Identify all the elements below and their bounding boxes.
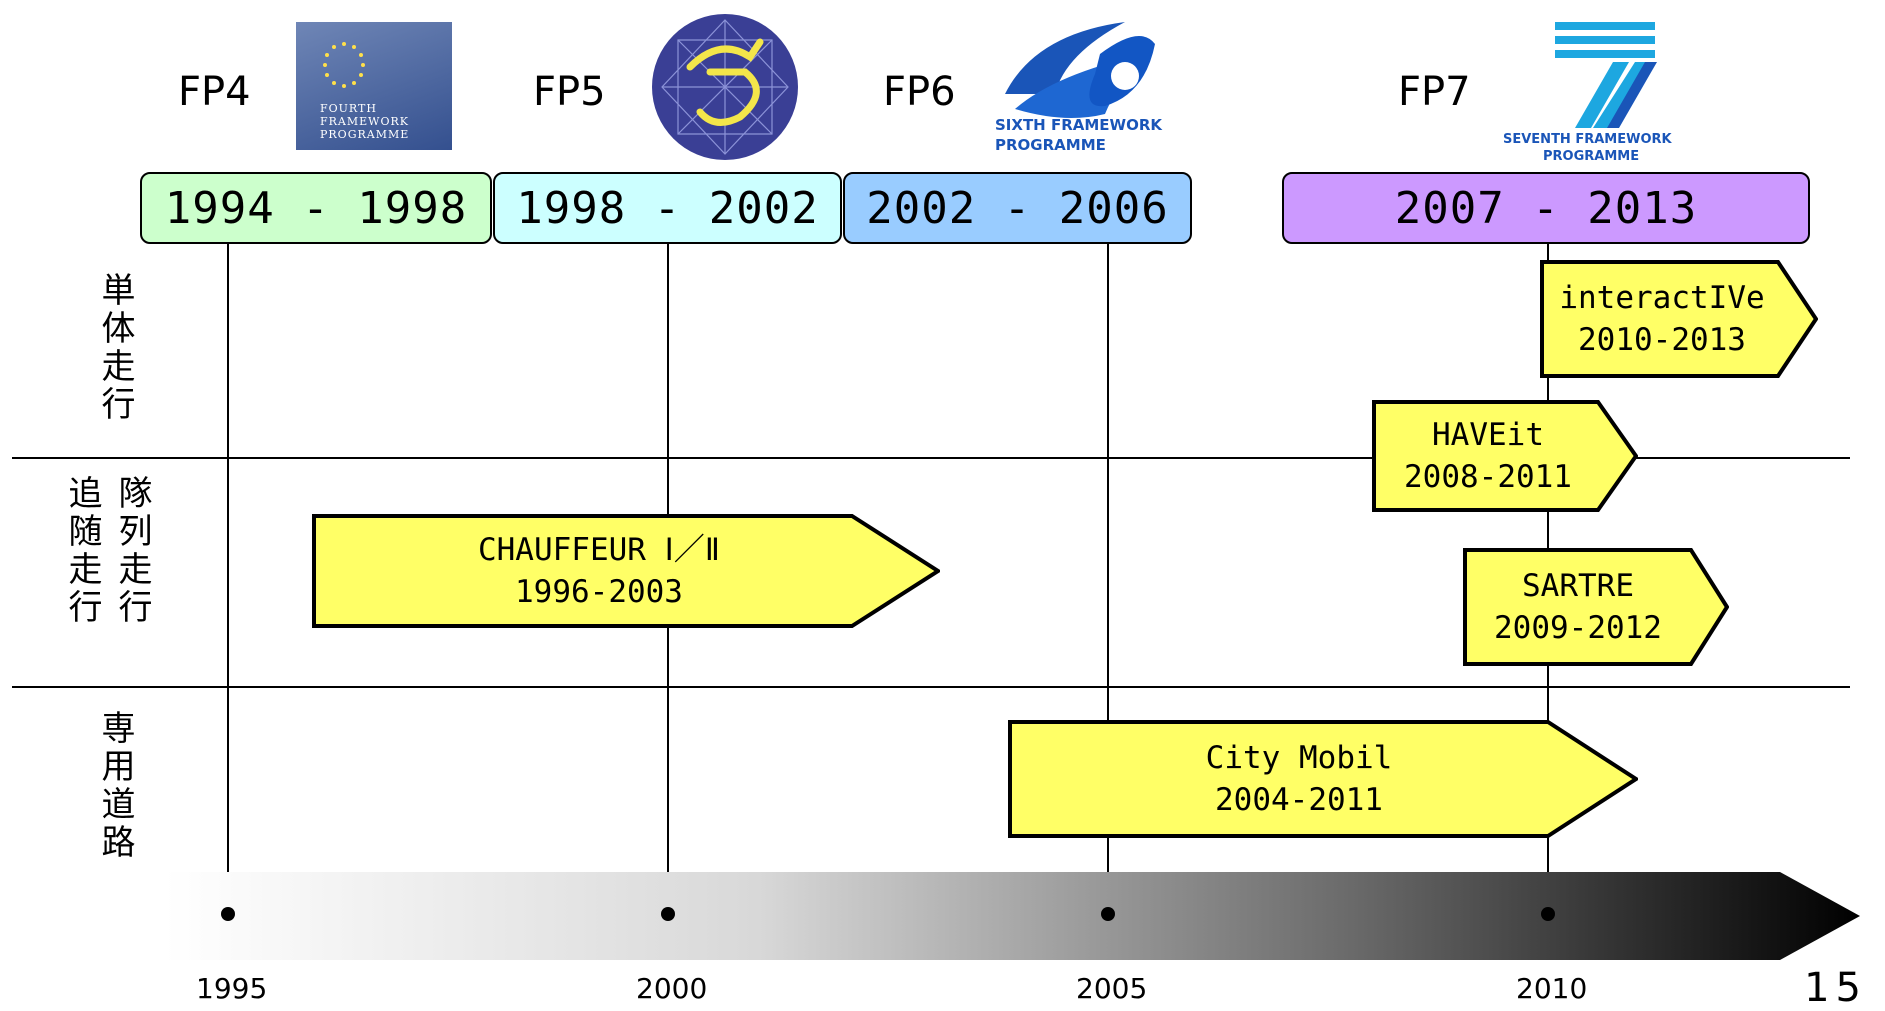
fp4-period: 1994 - 1998 [140,172,492,244]
fp7-logo: SEVENTH FRAMEWORK PROGRAMME [1495,18,1675,168]
axis-year-2005: 2005 [1076,972,1148,1005]
fp6-logo-text-2: PROGRAMME [995,136,1106,154]
fp7-logo-text-1: SEVENTH FRAMEWORK [1503,132,1672,147]
project-citymobil: City Mobil 2004-2011 [1008,720,1638,838]
timeline-line-2005 [1107,244,1109,909]
eu-stars-icon [323,42,365,88]
fp4-logo: FOURTH FRAMEWORK PROGRAMME [296,22,452,150]
fp5-logo [650,12,800,162]
project-haveit: HAVEit 2008-2011 [1372,400,1638,512]
fp6-logo: SIXTH FRAMEWORK PROGRAMME [995,14,1165,164]
project-citymobil-name: City Mobil [1205,740,1393,776]
timeline-line-1995 [227,244,229,909]
category-label-dedicated: 専用道路 [95,710,135,862]
time-axis-arrow [165,872,1860,960]
fp6-emblem-icon [1005,22,1155,118]
category-label-follow: 追随走行 [62,475,102,627]
fp6-label: FP6 [883,69,956,115]
page-number: 15 [1804,965,1867,1011]
category-label-solo: 単体走行 [95,272,135,424]
axis-dot-2005 [1101,907,1115,921]
axis-dot-2010 [1541,907,1555,921]
fp4-logo-text-1: FOURTH [320,102,377,115]
fp5-label: FP5 [533,69,606,115]
fp4-logo-text-2: FRAMEWORK [320,115,409,128]
fp4-logo-text-3: PROGRAMME [320,128,410,141]
fp7-period: 2007 - 2013 [1282,172,1810,244]
project-chauffeur: CHAUFFEUR Ⅰ／Ⅱ 1996-2003 [312,514,940,628]
project-sartre-name: SARTRE [1522,568,1634,604]
project-citymobil-years: 2004-2011 [1215,782,1383,818]
project-interactive: interactIVe 2010-2013 [1540,260,1818,378]
fp6-period: 2002 - 2006 [843,172,1192,244]
fp6-logo-text-1: SIXTH FRAMEWORK [995,116,1163,134]
axis-year-1995: 1995 [196,972,268,1005]
axis-dot-2000 [661,907,675,921]
project-haveit-name: HAVEit [1432,417,1544,453]
project-sartre-years: 2009-2012 [1494,610,1662,646]
category-label-platoon: 隊列走行 [112,475,152,627]
category-separator-1 [12,457,1850,459]
project-interactive-name: interactIVe [1559,280,1765,316]
axis-year-2000: 2000 [636,972,708,1005]
axis-year-2010: 2010 [1516,972,1588,1005]
axis-dot-1995 [221,907,235,921]
project-chauffeur-years: 1996-2003 [515,574,683,610]
category-separator-2 [12,686,1850,688]
project-chauffeur-name: CHAUFFEUR Ⅰ／Ⅱ [477,532,721,568]
fp7-logo-text-2: PROGRAMME [1543,149,1640,164]
fp5-emblem-icon [652,14,798,160]
project-sartre: SARTRE 2009-2012 [1463,548,1729,666]
fp7-emblem-icon [1555,22,1657,128]
project-haveit-years: 2008-2011 [1404,459,1572,495]
fp7-label: FP7 [1398,69,1471,115]
project-interactive-years: 2010-2013 [1578,322,1746,358]
fp5-period: 1998 - 2002 [493,172,842,244]
fp4-label: FP4 [178,69,251,115]
